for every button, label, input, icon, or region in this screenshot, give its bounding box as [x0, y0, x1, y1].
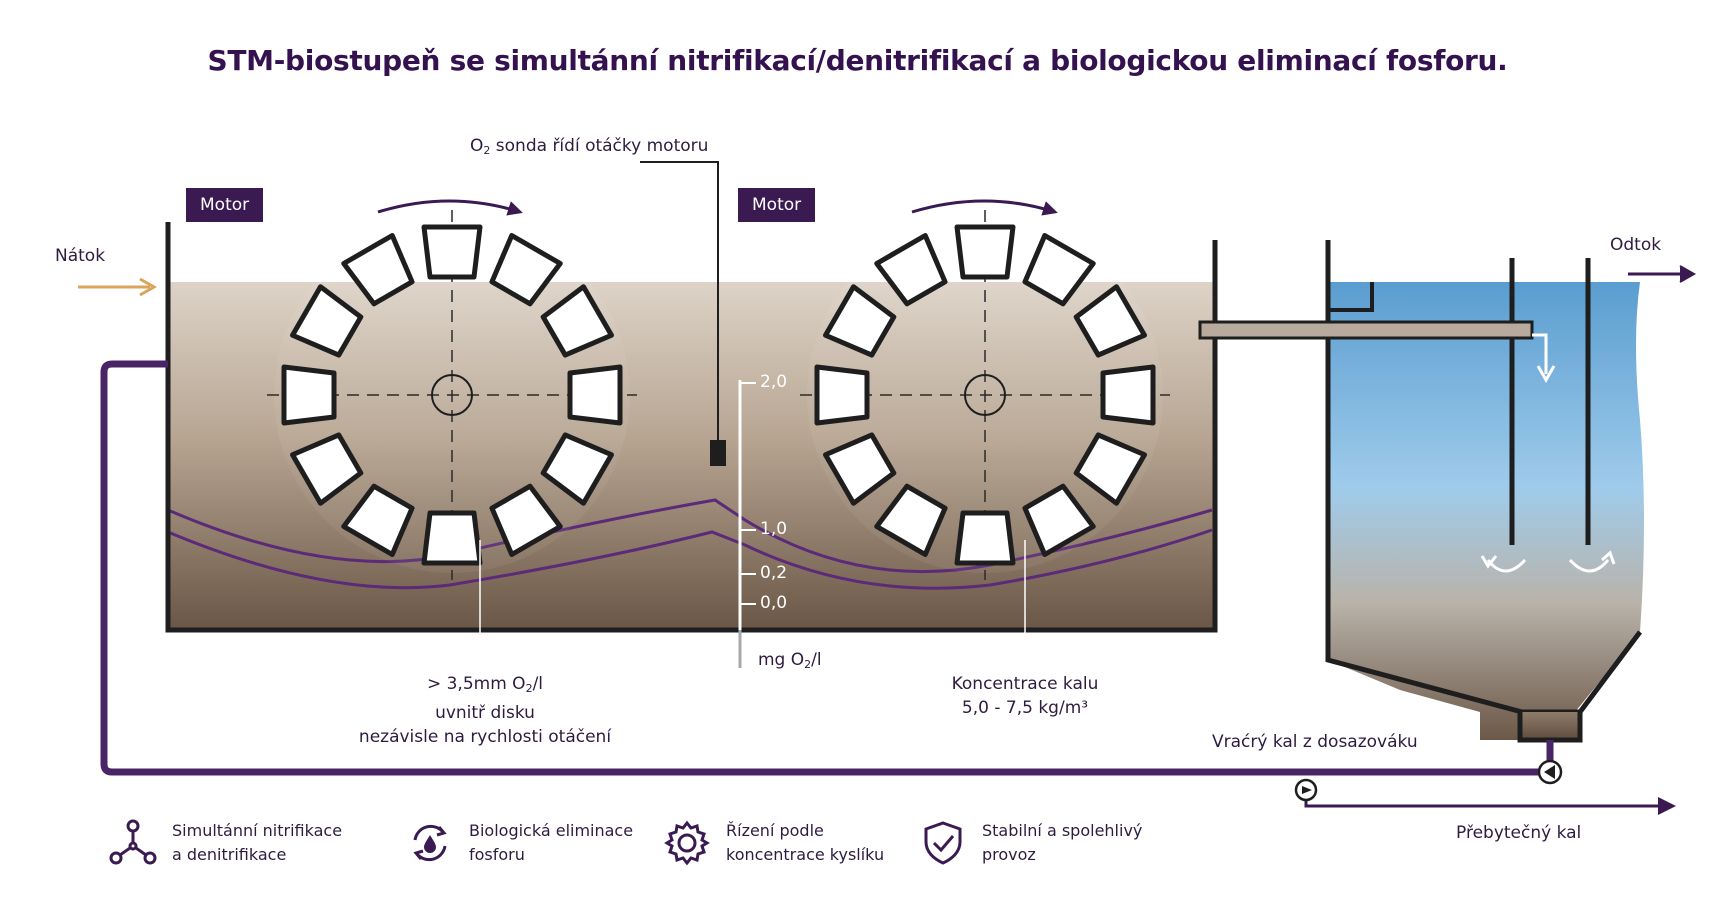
excess-pump-icon — [1294, 778, 1318, 802]
recycle-drop-icon — [413, 824, 447, 862]
excess-sludge-pipe — [1304, 790, 1660, 808]
sludge-concentration-note: Koncentrace kalu 5,0 - 7,5 kg/m³ — [951, 674, 1099, 718]
transfer-pipe — [1198, 320, 1534, 340]
biodisk-right — [800, 210, 1170, 580]
o2-tick-0-2: 0,2 — [760, 563, 788, 583]
o2-tick-1-0: 1,0 — [760, 519, 788, 539]
return-pump-icon — [1537, 759, 1563, 785]
o2-tick-2-0: 2,0 — [760, 372, 788, 392]
inflow-label: Nátok — [55, 246, 106, 266]
o2-probe-line — [640, 161, 719, 440]
clarifier-fill — [1328, 282, 1644, 740]
rotation-arrow-left — [377, 199, 523, 216]
motor-badge-left: Motor — [186, 188, 264, 222]
motor-badge-right: Motor — [738, 188, 816, 222]
biodisk-left — [267, 210, 637, 580]
excess-sludge-label: Přebytečný kal — [1456, 823, 1582, 843]
rotation-arrow-right — [911, 199, 1058, 216]
return-sludge-pipe — [100, 360, 1550, 776]
shield-check-icon — [924, 821, 962, 865]
outflow-label: Odtok — [1610, 235, 1662, 255]
o2-scale-ticks — [740, 382, 756, 605]
o2-scale-unit: mg O2/l — [758, 650, 822, 671]
o2-probe-sensor — [710, 440, 726, 466]
gear-icon — [664, 820, 710, 866]
o2-probe-label: O2 sonda řídí otáčky motoru — [470, 136, 709, 157]
disk-o2-note: > 3,5mm O2/l uvnitř disku nezávisle na r… — [358, 674, 612, 747]
tank-wall — [165, 222, 1218, 633]
o2-tick-0-0: 0,0 — [760, 593, 788, 613]
return-sludge-label: Vraćrý kal z dosazováku — [1212, 732, 1418, 752]
diagram-title: STM-biostupeň se simultánní nitrifikací/… — [207, 44, 1508, 77]
o2-profile-curve-lower — [167, 528, 1213, 590]
swirl-arrow-right — [1568, 558, 1610, 573]
network-nodes-icon — [109, 819, 157, 865]
